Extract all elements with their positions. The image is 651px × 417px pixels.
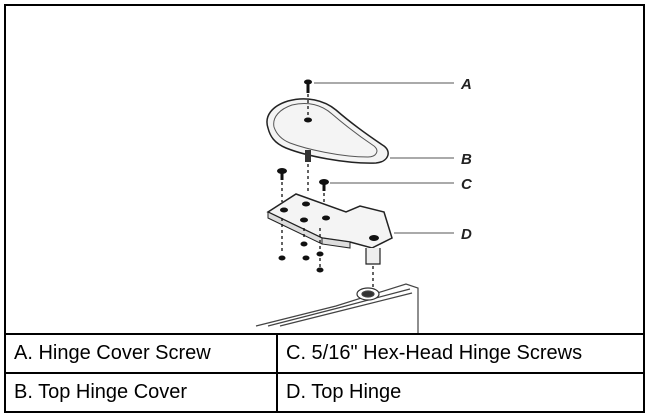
top-hinge-cover bbox=[266, 98, 389, 164]
cabinet-top bbox=[255, 283, 419, 333]
legend-cell: B. Top Hinge Cover bbox=[6, 374, 278, 411]
callout-a: A bbox=[460, 76, 472, 93]
hex-head-hinge-screws bbox=[277, 168, 329, 212]
legend-row: B. Top Hinge Cover D. Top Hinge bbox=[6, 374, 643, 411]
hinge-illustration: A B C D bbox=[255, 76, 473, 333]
hinge-pin bbox=[305, 150, 311, 192]
legend-cell: D. Top Hinge bbox=[286, 381, 402, 403]
figure-frame: A B C D A. Hinge Cover Screw C. 5/16" He… bbox=[4, 4, 645, 413]
leader-lines bbox=[314, 82, 454, 234]
legend-cell: C. 5/16" Hex-Head Hinge Screws bbox=[286, 342, 583, 364]
parts-legend-table: A. Hinge Cover Screw C. 5/16" Hex-Head H… bbox=[6, 335, 643, 411]
legend-cell: A. Hinge Cover Screw bbox=[6, 335, 278, 372]
top-hinge bbox=[266, 193, 393, 288]
hinge-diagram: A B C D bbox=[6, 6, 643, 335]
lower-fasteners bbox=[278, 218, 324, 273]
callout-b: B bbox=[461, 151, 472, 168]
hinge-cover-screw bbox=[304, 79, 312, 116]
callout-c: C bbox=[461, 176, 473, 193]
legend-row: A. Hinge Cover Screw C. 5/16" Hex-Head H… bbox=[6, 335, 643, 374]
callout-d: D bbox=[461, 226, 472, 243]
